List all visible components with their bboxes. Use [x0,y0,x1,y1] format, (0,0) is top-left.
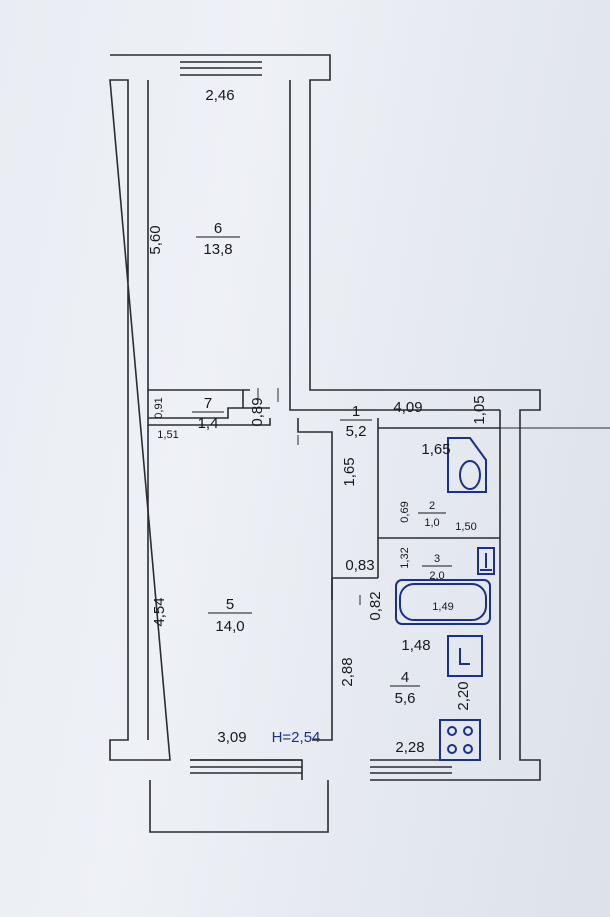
bathtub-icon [395,579,491,625]
room4-area: 5,6 [395,690,416,707]
wc-fixture-icon [447,437,487,493]
room6-walls [147,80,500,411]
door-marks [257,388,361,605]
wc-bowl-icon [459,460,481,490]
burner-2 [463,726,473,736]
dim-closet-door: 0,89 [249,397,266,426]
bottom-window-left [190,759,302,774]
balcony [149,780,329,833]
room5-area: 14,0 [215,618,244,635]
room7-number: 7 [204,395,212,412]
room3-area: 2,0 [429,570,444,582]
room5-number: 5 [226,596,234,613]
stove-icon [439,719,481,761]
dim-wc-fixture: 1,50 [455,521,476,533]
room2-number: 2 [429,500,435,512]
dim-top-width: 2,46 [205,87,234,104]
room1-number: 1 [352,403,360,420]
dim-closet-height: 0,91 [153,397,165,418]
burner-4 [463,744,473,754]
ceiling-height-label: H=2,54 [272,729,321,746]
burner-1 [447,726,457,736]
closet-walls [147,390,271,426]
dim-kitchen-side: 2,20 [455,681,472,710]
top-window [180,54,262,76]
bathtub-inner-icon [399,583,487,621]
outer-wall [109,54,541,781]
dim-bath-fixture: 1,49 [432,601,453,613]
dim-hall-width: 4,09 [393,399,422,416]
dim-room5-width: 3,09 [217,729,246,746]
dim-hall-height: 1,65 [341,457,358,486]
dim-passage-width: 0,83 [345,557,374,574]
dim-bath-height: 1,32 [399,547,411,568]
room5-walls [147,418,333,741]
basin-icon [477,547,495,575]
room4-number: 4 [401,669,409,686]
dim-kitchen-sink: 1,48 [401,637,430,654]
dim-kitchen-width: 2,28 [395,739,424,756]
dim-passage-height: 0,82 [367,591,384,620]
room1-area: 5,2 [346,423,367,440]
kitchen-sink-icon [447,635,483,677]
room2-area: 1,0 [424,517,439,529]
dim-room5-height: 4,54 [151,597,168,626]
sink-tap-icon [459,648,470,665]
room7-area: 1,4 [198,415,219,432]
room6-area: 13,8 [203,241,232,258]
room6-number: 6 [214,220,222,237]
basin-tap-icon [480,553,492,571]
dim-room6-height: 5,60 [147,225,164,254]
dim-hall-right: 1,05 [471,395,488,424]
bath-walls [331,418,500,600]
bottom-window-right [370,759,452,774]
dim-wc-height: 0,69 [399,501,411,522]
room3-number: 3 [434,553,440,565]
dim-wc-width: 1,65 [421,441,450,458]
dim-kitchen-height: 2,88 [339,657,356,686]
burner-3 [447,744,457,754]
dim-closet-width: 1,51 [157,429,178,441]
